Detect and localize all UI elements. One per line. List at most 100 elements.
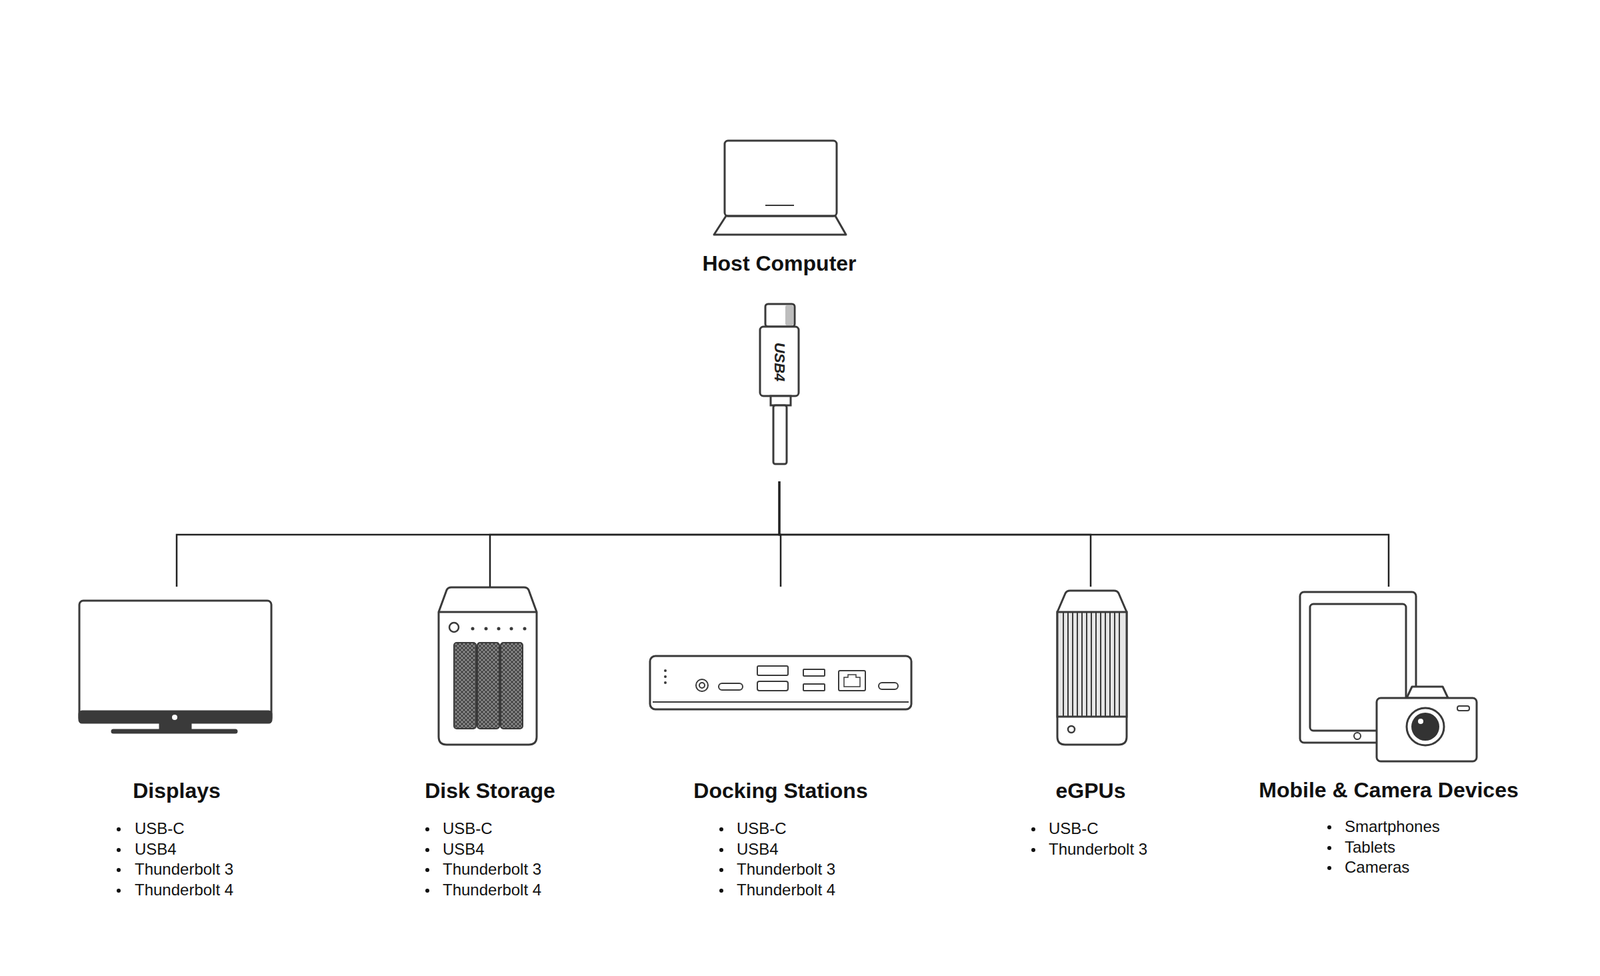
list-item: USB-C	[442, 818, 493, 839]
tablet-camera-icon	[1300, 592, 1477, 762]
dock-icon-part	[664, 675, 667, 678]
tablet-camera-icon-part	[1418, 718, 1424, 724]
list-item: Thunderbolt 3	[134, 859, 234, 880]
dock-icon-part	[664, 681, 667, 684]
laptop-icon-part	[714, 216, 846, 235]
dock-icon-part	[803, 669, 825, 676]
bullet-dot	[425, 827, 430, 832]
bullet-dot	[425, 888, 430, 893]
tree-connector	[779, 481, 1389, 587]
bullet-dot	[425, 868, 430, 872]
bullet-dot	[116, 868, 121, 872]
node-title: Mobile & Camera Devices	[1245, 776, 1532, 804]
monitor-icon-part	[112, 730, 237, 733]
list-item: USB-C	[1048, 818, 1099, 839]
monitor-icon-part	[79, 711, 272, 723]
list-item: Thunderbolt 4	[442, 880, 542, 900]
usb-cable-part	[773, 405, 787, 464]
list-item: Thunderbolt 3	[1048, 839, 1148, 860]
node-title: Docking Stations	[637, 777, 924, 804]
bullet-dot	[1031, 848, 1036, 852]
monitor-icon-part	[172, 714, 178, 720]
disk-storage-icon-part	[438, 611, 537, 614]
bullet-dot	[425, 848, 430, 852]
bullet-dot	[1327, 825, 1332, 830]
dock-icon-part	[757, 666, 788, 676]
laptop-icon	[714, 140, 846, 235]
list-item: USB-C	[736, 818, 787, 839]
dock-icon-part	[757, 681, 788, 691]
tablet-camera-icon-part	[1406, 686, 1448, 698]
tablet-camera-icon-part	[1376, 698, 1477, 762]
list-item: Tablets	[1344, 837, 1396, 858]
egpu-icon	[1057, 590, 1127, 745]
device-node: Disk StorageUSB-CUSB4Thunderbolt 3Thunde…	[346, 586, 634, 914]
monitor-icon-part	[79, 600, 272, 722]
dock-icon	[650, 656, 912, 710]
bullet-dot	[1031, 827, 1036, 832]
dock-icon-part	[696, 679, 708, 692]
bullet-dot	[719, 868, 724, 872]
list-item: USB4	[442, 839, 485, 860]
bullet-dot	[1327, 866, 1332, 870]
list-item: Thunderbolt 4	[736, 880, 836, 900]
disk-storage-icon-part	[471, 627, 475, 631]
usb-cable-part	[765, 304, 795, 327]
tablet-camera-icon-part	[1457, 706, 1470, 711]
device-node: Mobile & Camera DevicesSmartphonesTablet…	[1245, 586, 1532, 914]
tablet-camera-icon-part	[1411, 712, 1440, 741]
node-title: Displays	[33, 777, 320, 804]
dock-icon-part	[844, 674, 860, 687]
disk-storage-icon-part	[438, 587, 537, 745]
list-item: Thunderbolt 4	[134, 880, 234, 900]
dock-icon-part	[664, 669, 667, 672]
disk-storage-icon-part	[484, 627, 488, 631]
disk-storage-icon-part	[449, 622, 459, 632]
egpu-icon-part	[1057, 590, 1127, 745]
bullet-dot	[116, 888, 121, 893]
list-item: Cameras	[1344, 857, 1410, 878]
node-title: Host Computer	[679, 250, 880, 277]
laptop-icon-part	[765, 204, 794, 206]
dock-icon-part	[718, 683, 743, 690]
node-title: eGPUs	[947, 777, 1234, 804]
cable-label: USB4	[769, 328, 790, 396]
dock-icon-part	[838, 670, 866, 691]
disk-storage-icon-part	[510, 627, 514, 631]
tablet-camera-icon-part	[1354, 732, 1361, 740]
usb-cable-part	[785, 305, 794, 326]
tree-connector	[490, 481, 780, 587]
bullet-dot	[116, 848, 121, 852]
monitor-icon-part	[160, 722, 191, 730]
disk-storage-icon-part	[477, 642, 500, 729]
disk-storage-icon-part	[500, 642, 523, 729]
list-item: USB4	[134, 839, 177, 860]
egpu-icon-part	[1063, 612, 1120, 717]
list-item: USB-C	[134, 818, 185, 839]
list-item: USB4	[736, 839, 779, 860]
usb-cable-part	[760, 326, 799, 396]
list-item: Thunderbolt 3	[442, 859, 542, 880]
bullet-dot	[719, 827, 724, 832]
disk-storage-icon	[438, 587, 537, 745]
usb-cable-part	[770, 396, 791, 406]
bullet-dot	[719, 848, 724, 852]
dock-icon-part	[803, 684, 825, 691]
device-node: Docking StationsUSB-CUSB4Thunderbolt 3Th…	[637, 586, 924, 914]
tablet-camera-icon-part	[1406, 708, 1444, 746]
egpu-icon-part	[1068, 726, 1075, 733]
device-node: DisplaysUSB-CUSB4Thunderbolt 3Thunderbol…	[33, 586, 320, 914]
host-node: Host Computer	[679, 133, 880, 482]
monitor-icon	[79, 600, 272, 733]
dock-icon-part	[699, 682, 705, 688]
disk-storage-icon-part	[523, 627, 527, 631]
bullet-dot	[116, 827, 121, 832]
tree-connector	[176, 481, 780, 587]
node-title: Disk Storage	[346, 777, 634, 804]
disk-storage-icon-part	[497, 627, 501, 631]
egpu-icon-part	[1057, 612, 1127, 717]
disk-storage-icon-part	[454, 642, 476, 729]
usb-cable	[760, 304, 799, 464]
list-item: Thunderbolt 3	[736, 859, 836, 880]
